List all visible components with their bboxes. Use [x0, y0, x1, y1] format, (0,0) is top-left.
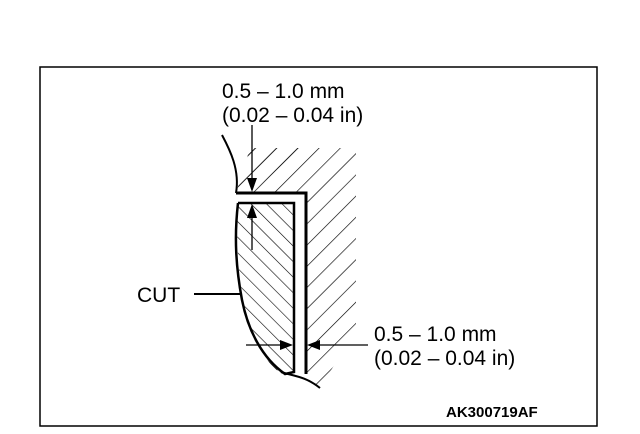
- side-dim-metric-label: 0.5 – 1.0 mm: [374, 323, 497, 346]
- top-dim-metric-label: 0.5 – 1.0 mm: [222, 80, 345, 103]
- top-dim-arrow-down-head: [247, 178, 257, 192]
- top-dim-arrow-up-head: [247, 204, 257, 218]
- cut-label: CUT: [137, 284, 180, 307]
- side-dim-imperial-label: (0.02 – 0.04 in): [374, 347, 515, 370]
- housing-left-edge: [221, 134, 238, 194]
- side-dim-arrow-left-head: [307, 340, 320, 350]
- top-dim-imperial-label: (0.02 – 0.04 in): [222, 104, 363, 127]
- housing-outline: [236, 191, 308, 374]
- gap-channel: [236, 193, 306, 372]
- reference-code: AK300719AF: [446, 404, 538, 421]
- cut-part-bottom-edge: [280, 371, 321, 389]
- side-dim-arrow-right-head: [280, 340, 293, 350]
- housing-hatch-right: [306, 143, 356, 388]
- figure-frame: [39, 66, 598, 427]
